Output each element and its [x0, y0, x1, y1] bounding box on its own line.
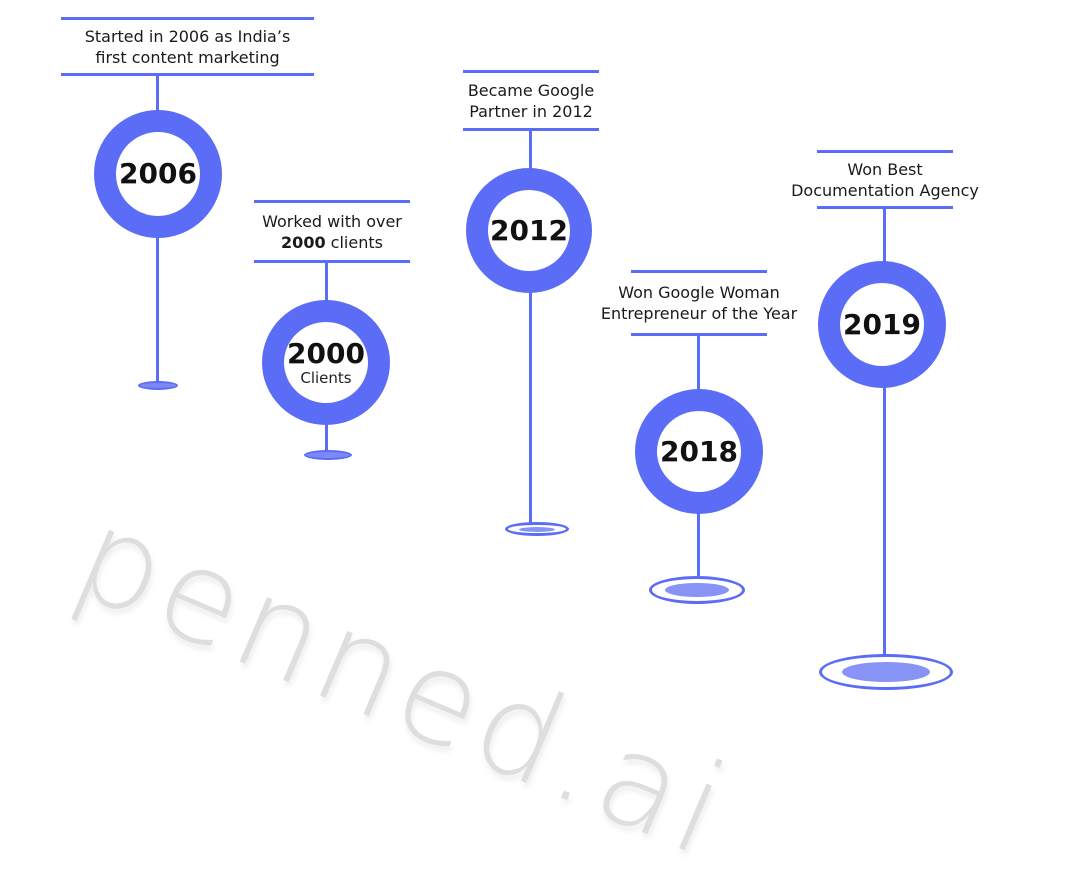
connector-line: [529, 131, 532, 171]
base-marker: [505, 522, 569, 536]
connector-line: [697, 512, 700, 578]
year-label: 2019: [843, 307, 921, 341]
year-ring: 2000 Clients: [262, 300, 390, 425]
base-marker-core: [519, 527, 555, 532]
caption-line: Started in 2006 as India’s: [84, 26, 291, 46]
caption-line: Partner in 2012: [469, 101, 593, 121]
base-marker: [304, 450, 352, 460]
year-label: 2006: [119, 157, 197, 190]
connector-line: [697, 336, 700, 392]
caption-bold-number: 2000: [281, 232, 326, 252]
milestone-caption: Started in 2006 as India’s first content…: [61, 17, 314, 76]
year-label: 2012: [490, 213, 568, 247]
base-marker: [138, 381, 178, 390]
milestone-caption: Won Best Documentation Agency: [791, 150, 979, 209]
year-sublabel: Clients: [300, 368, 352, 387]
connector-line: [156, 76, 159, 112]
base-marker-core: [665, 583, 729, 597]
caption-line: Won Google Woman: [618, 283, 780, 302]
year-ring: 2018: [635, 389, 763, 514]
connector-line: [883, 209, 886, 264]
caption-line: Entrepreneur of the Year: [600, 304, 798, 323]
milestone-caption: Worked with over 2000 clients: [254, 200, 410, 263]
year-label: 2000: [287, 336, 365, 370]
caption-line: Documentation Agency: [791, 180, 979, 200]
connector-line: [325, 263, 328, 303]
caption-line: first content marketing: [95, 47, 280, 67]
caption-line: Worked with over: [262, 211, 402, 231]
year-label: 2018: [660, 434, 738, 468]
caption-line-suffix: clients: [325, 232, 383, 252]
year-ring: 2019: [818, 261, 946, 388]
base-marker: [649, 576, 745, 604]
connector-line: [156, 236, 159, 382]
year-ring: 2012: [466, 168, 592, 293]
watermark-logo: penned.ai: [56, 479, 751, 887]
caption-line: Became Google: [467, 80, 595, 100]
milestone-caption: Won Google Woman Entrepreneur of the Yea…: [601, 270, 797, 336]
caption-line: Won Best: [847, 159, 923, 179]
connector-line: [883, 386, 886, 656]
caption-line: 2000 clients: [281, 232, 383, 253]
timeline-diagram: penned.ai Started in 2006 as India’s fir…: [56, 17, 979, 887]
connector-line: [529, 291, 532, 523]
base-marker: [819, 654, 953, 690]
base-marker-core: [842, 662, 930, 682]
milestone-caption: Became Google Partner in 2012: [463, 70, 599, 131]
year-ring: 2006: [94, 110, 222, 238]
connector-line: [325, 423, 328, 451]
